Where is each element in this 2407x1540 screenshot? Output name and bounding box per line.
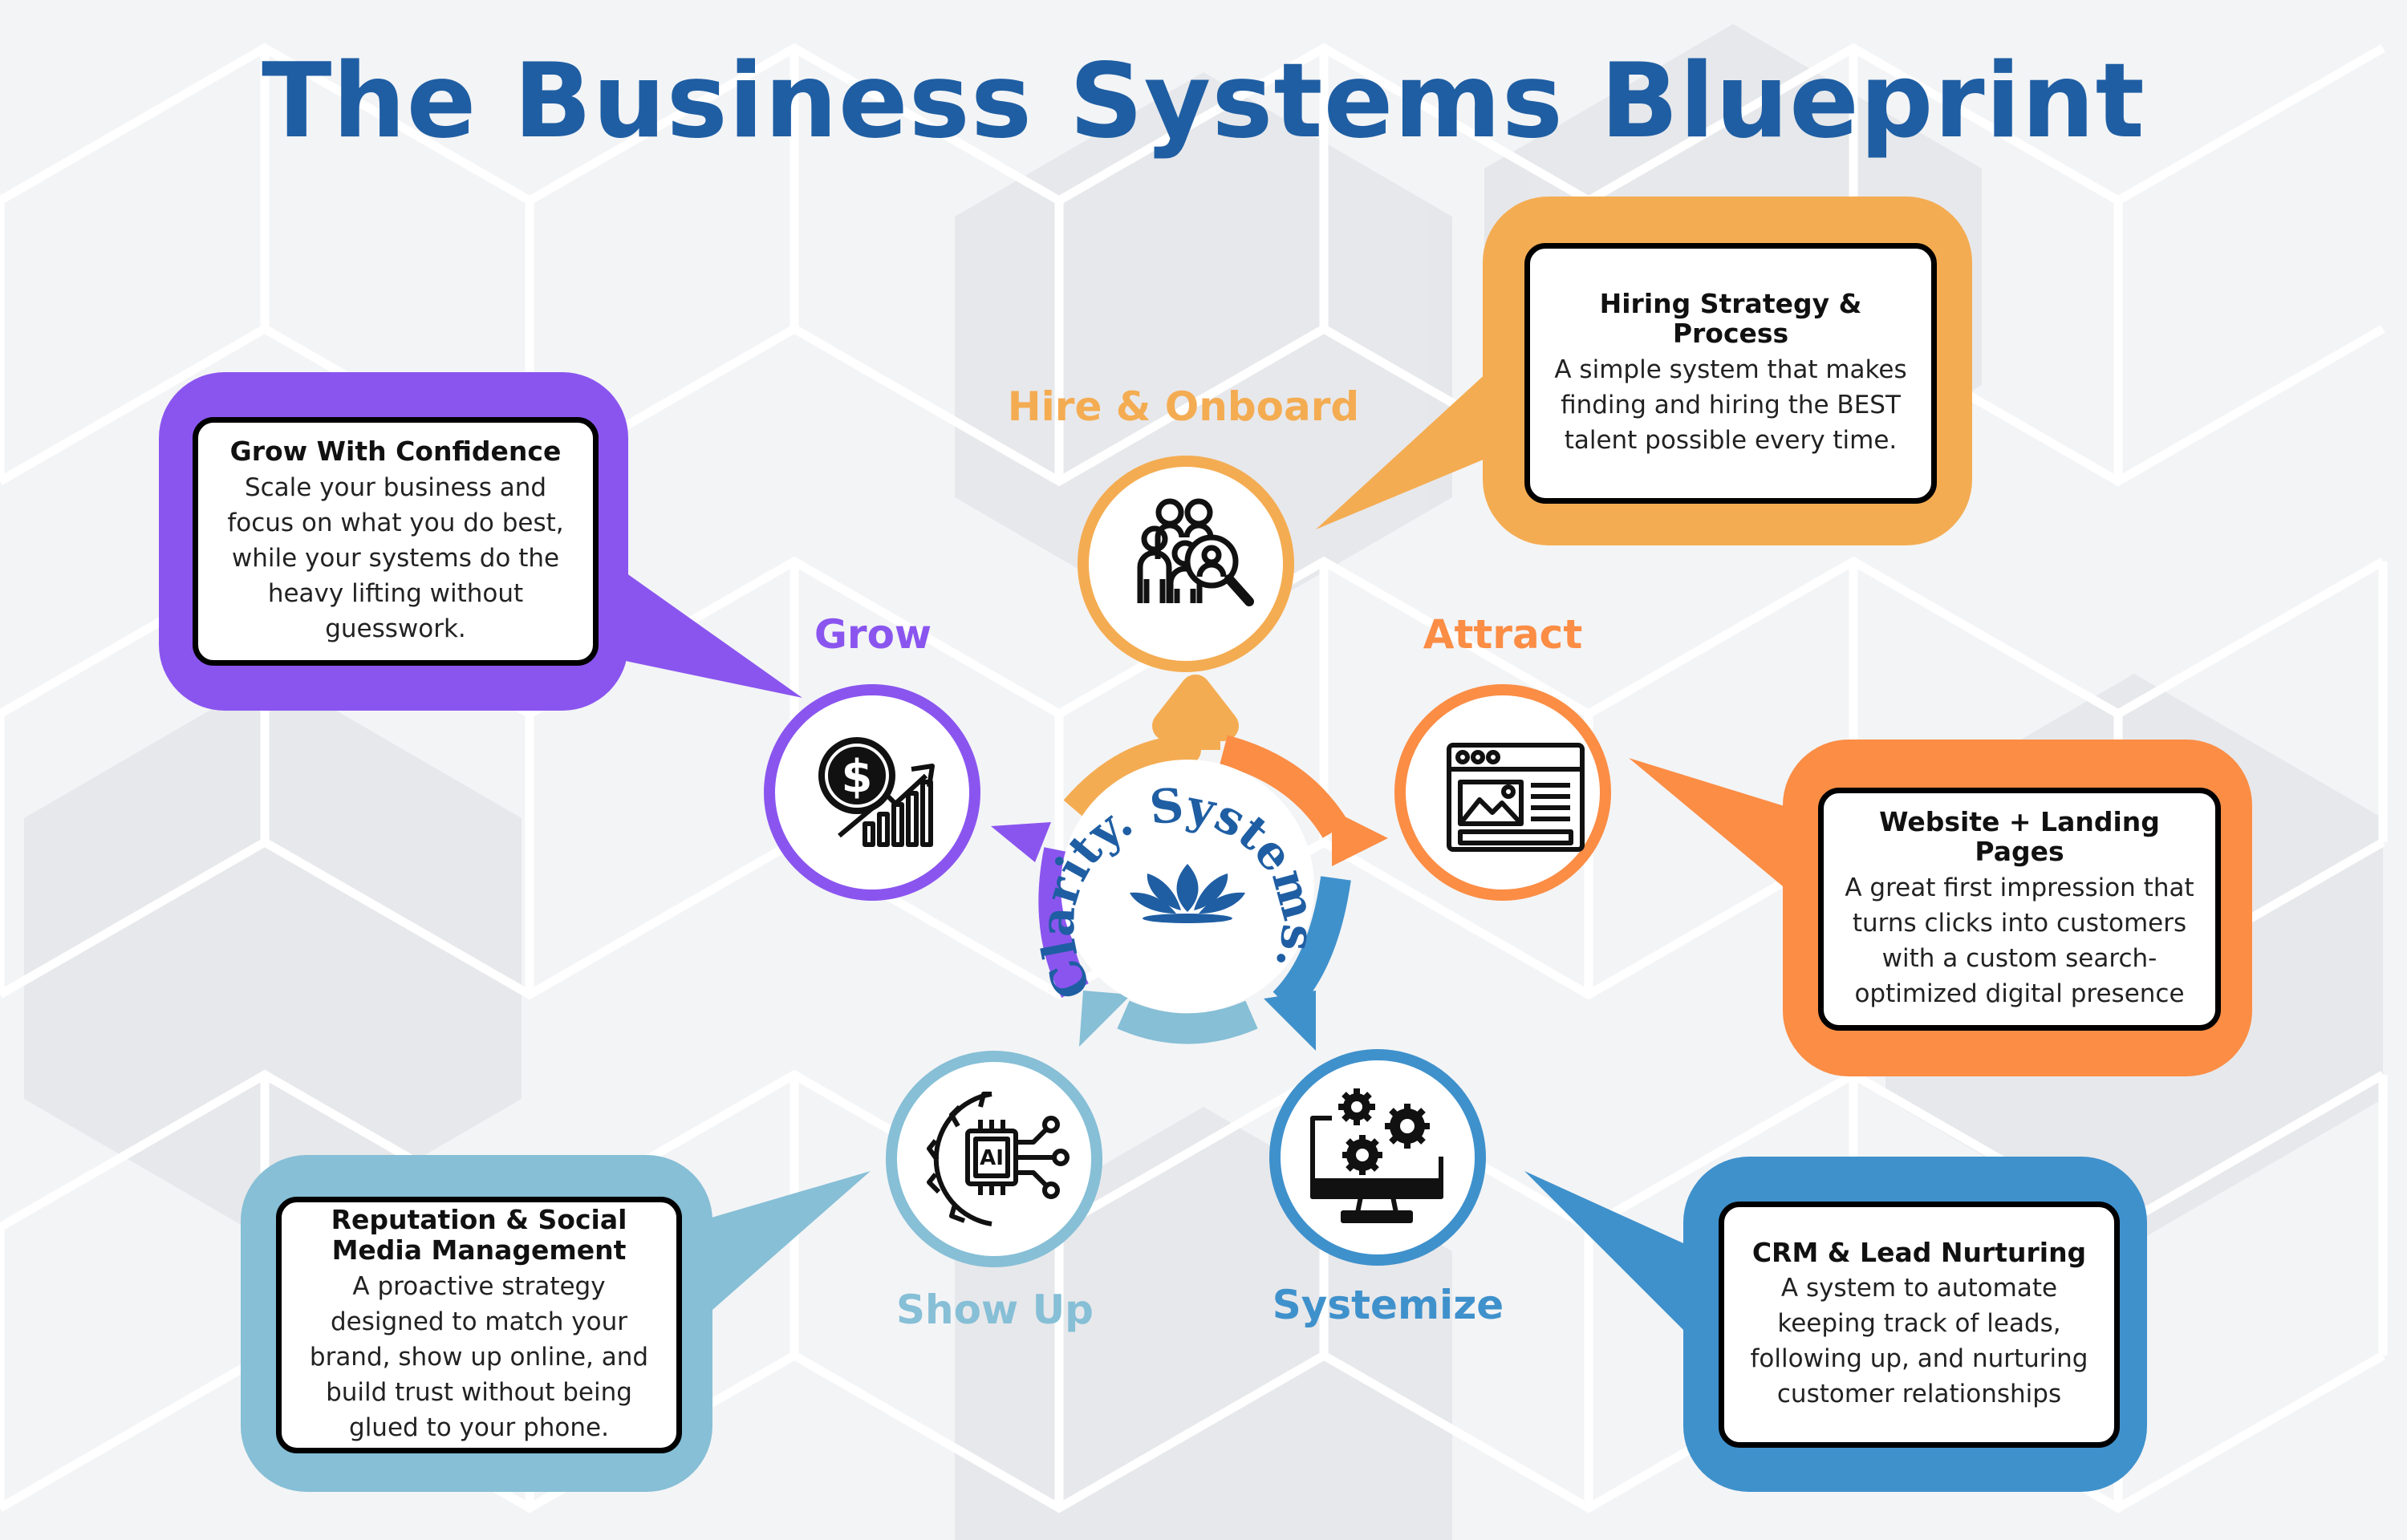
showup-card-title: Reputation & Social Media Management — [331, 1204, 627, 1266]
stage-label-hire: Hire & Onboard — [1007, 383, 1360, 430]
team-search-icon — [1137, 498, 1254, 606]
dollar-growth-icon: $ — [818, 737, 935, 847]
attract-card: Website + Landing Pages A great first im… — [1818, 788, 2221, 1031]
grow-card: Grow With Confidence Scale your business… — [193, 417, 599, 666]
gears-monitor-icon — [1310, 1088, 1443, 1223]
node-hire — [1078, 456, 1294, 672]
node-showup: AI — [886, 1051, 1102, 1267]
systemize-card-title: CRM & Lead Nurturing — [1751, 1236, 2087, 1268]
grow-callout: Grow With Confidence Scale your business… — [159, 372, 628, 711]
page-title: The Business Systems Blueprint — [262, 42, 2145, 161]
stage-label-showup: Show Up — [896, 1287, 1094, 1333]
grow-card-text: Scale your business and focus on what yo… — [227, 472, 564, 643]
showup-card-text: A proactive strategy designed to match y… — [309, 1271, 649, 1442]
systemize-callout: CRM & Lead Nurturing A system to automat… — [1683, 1157, 2147, 1492]
stage-label-attract: Attract — [1423, 611, 1583, 658]
showup-callout-tail — [706, 1171, 871, 1315]
hire-card-title: Hiring Strategy & Process — [1599, 287, 1862, 350]
website-icon — [1447, 743, 1585, 852]
systemize-card-text: A system to automate keeping track of le… — [1750, 1274, 2088, 1409]
ai-chip-gear-icon: AI — [927, 1092, 1070, 1226]
systemize-callout-tail — [1524, 1171, 1701, 1348]
node-attract — [1394, 684, 1611, 901]
grow-callout-tail — [610, 561, 802, 698]
node-systemize — [1269, 1049, 1486, 1266]
attract-card-title: Website + Landing Pages — [1879, 805, 2160, 868]
attract-card-text: A great first impression that turns clic… — [1845, 873, 2194, 1009]
showup-card: Reputation & Social Media Management A p… — [276, 1197, 682, 1453]
hire-callout-tail — [1316, 353, 1508, 529]
systemize-card: CRM & Lead Nurturing A system to automat… — [1719, 1202, 2120, 1448]
hire-card-text: A simple system that makes finding and h… — [1554, 355, 1907, 456]
hire-callout: Hiring Strategy & Process A simple syste… — [1483, 197, 1972, 545]
node-grow: $ — [764, 684, 980, 901]
svg-text:$: $ — [842, 751, 873, 803]
attract-callout-tail — [1629, 758, 1797, 898]
stage-label-systemize: Systemize — [1272, 1282, 1504, 1328]
hire-card: Hiring Strategy & Process A simple syste… — [1524, 243, 1937, 504]
grow-card-title: Grow With Confidence — [229, 435, 562, 467]
attract-callout: Website + Landing Pages A great first im… — [1783, 740, 2252, 1076]
showup-callout: Reputation & Social Media Management A p… — [241, 1155, 712, 1492]
svg-text:AI: AI — [980, 1146, 1004, 1170]
stage-label-grow: Grow — [814, 611, 932, 658]
